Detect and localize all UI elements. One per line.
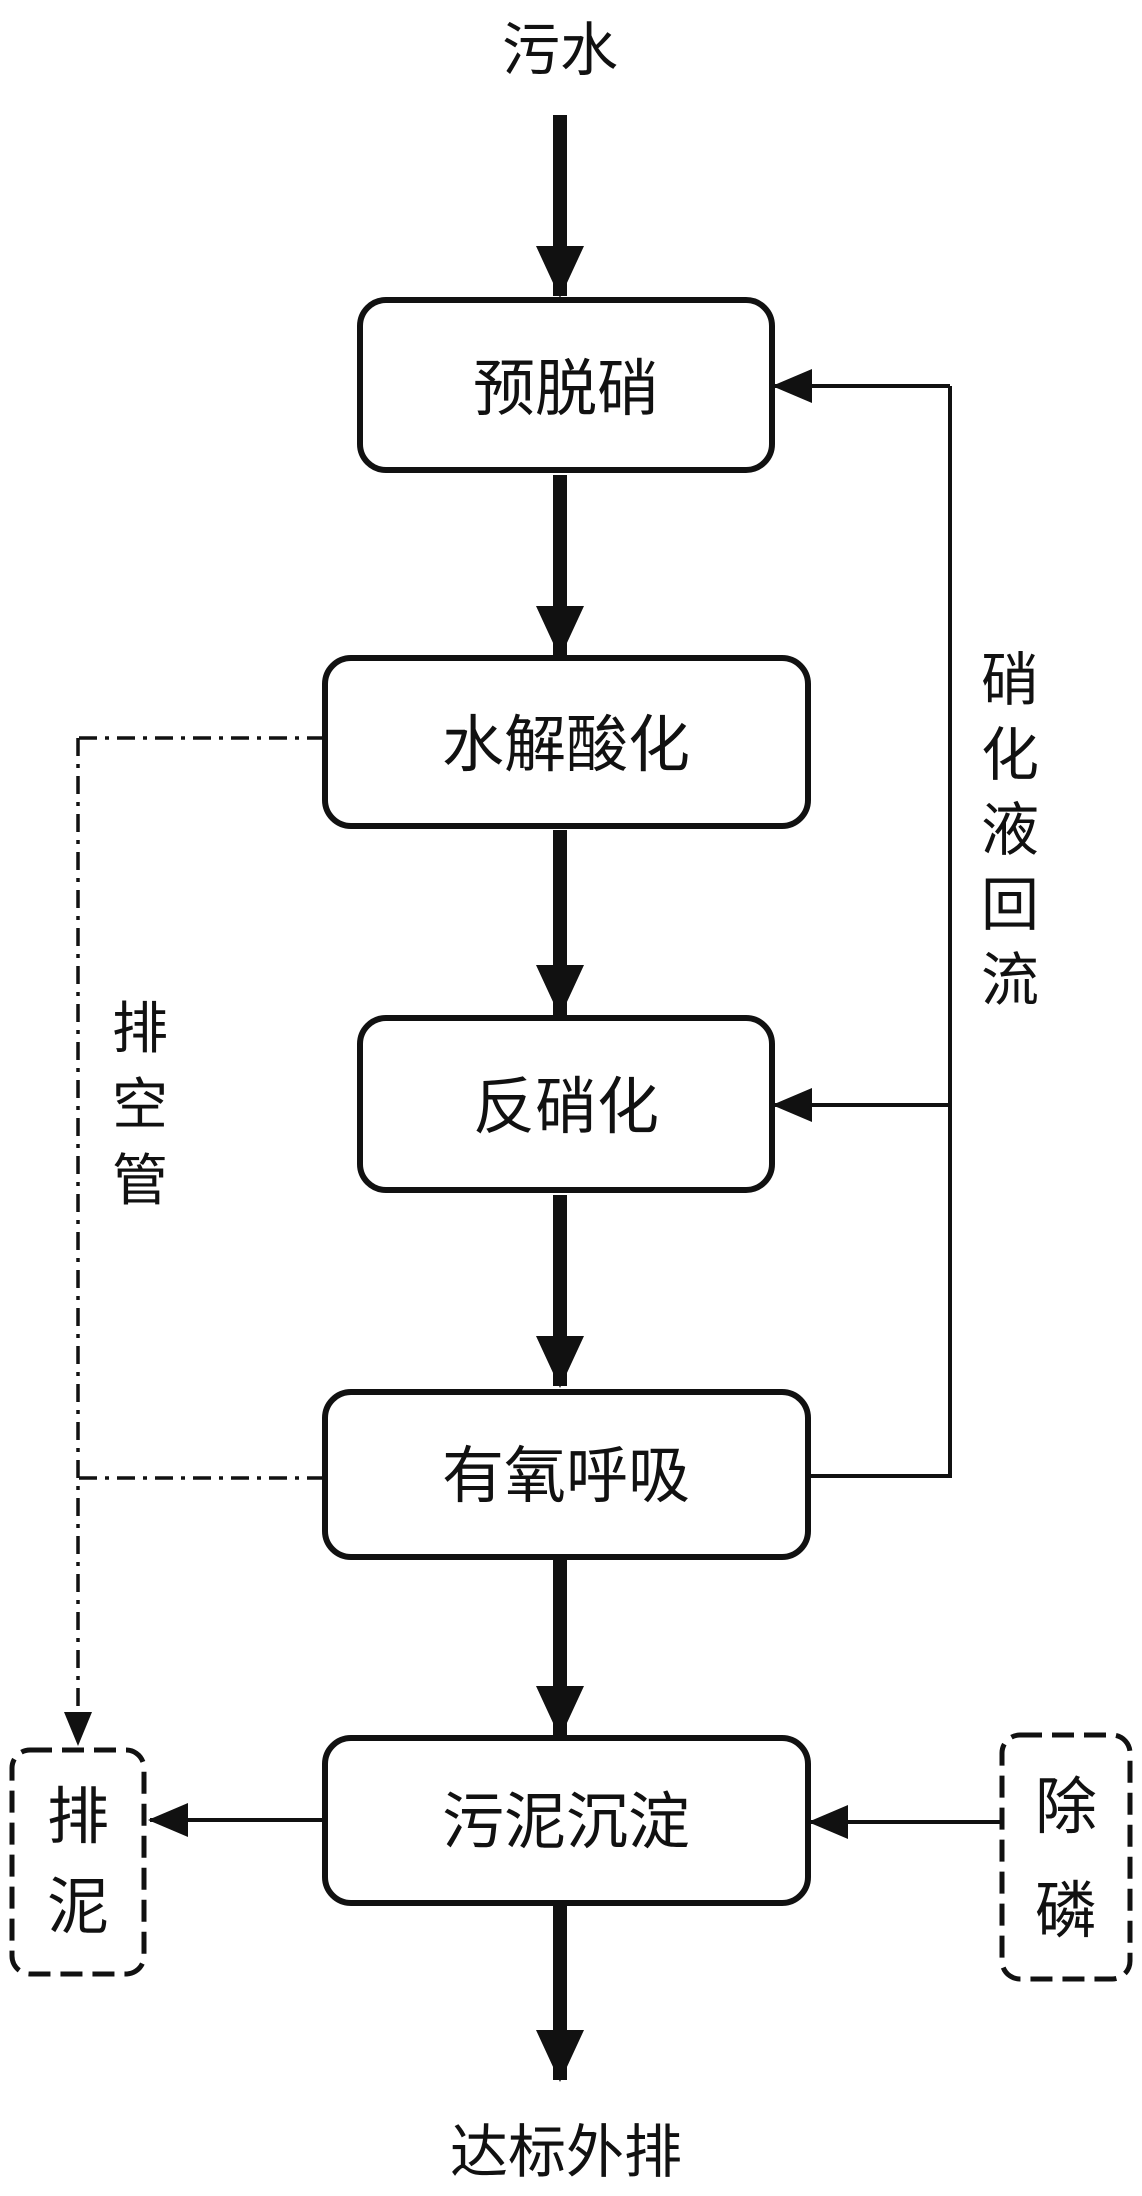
label-char: 空 — [112, 1073, 168, 1138]
label-char: 化 — [981, 721, 1039, 789]
label-char: 管 — [112, 1149, 168, 1214]
process-box-label: 预脱硝 — [473, 352, 659, 425]
box-char: 磷 — [1035, 1874, 1097, 1947]
phosphorus-removal-box: 除 磷 — [999, 1732, 1133, 1982]
label-char: 液 — [981, 796, 1039, 864]
process-box-label: 污泥沉淀 — [442, 1785, 690, 1858]
process-box-denitrification: 反硝化 — [357, 1015, 775, 1193]
process-box-pre-denitrification: 预脱硝 — [357, 297, 775, 473]
box-char: 排 — [47, 1780, 109, 1853]
label-char: 硝 — [981, 646, 1039, 714]
output-label: 达标外排 — [450, 2118, 682, 2186]
label-char: 流 — [981, 946, 1039, 1014]
drain-pipe-line — [76, 736, 325, 1722]
process-box-label: 水解酸化 — [442, 708, 690, 781]
process-box-hydrolysis-acidification: 水解酸化 — [322, 655, 811, 829]
sludge-discharge-box: 排 泥 — [9, 1747, 147, 1977]
label-char: 排 — [112, 997, 168, 1062]
nitrified-liquid-return-label: 硝 化 液 回 流 — [981, 646, 1039, 1014]
drain-pipe-label: 排 空 管 — [112, 997, 168, 1214]
process-box-sludge-sedimentation: 污泥沉淀 — [322, 1735, 811, 1906]
nitrified-liquid-return-loop — [772, 369, 952, 1478]
label-char: 回 — [981, 871, 1039, 939]
box-char: 除 — [1035, 1770, 1097, 1843]
process-box-label: 有氧呼吸 — [442, 1439, 690, 1512]
process-box-label: 反硝化 — [473, 1070, 659, 1143]
box-char: 泥 — [47, 1870, 109, 1943]
process-box-aerobic-respiration: 有氧呼吸 — [322, 1389, 811, 1560]
input-label: 污水 — [502, 16, 618, 84]
drain-pipe-arrowhead — [64, 1712, 92, 1746]
